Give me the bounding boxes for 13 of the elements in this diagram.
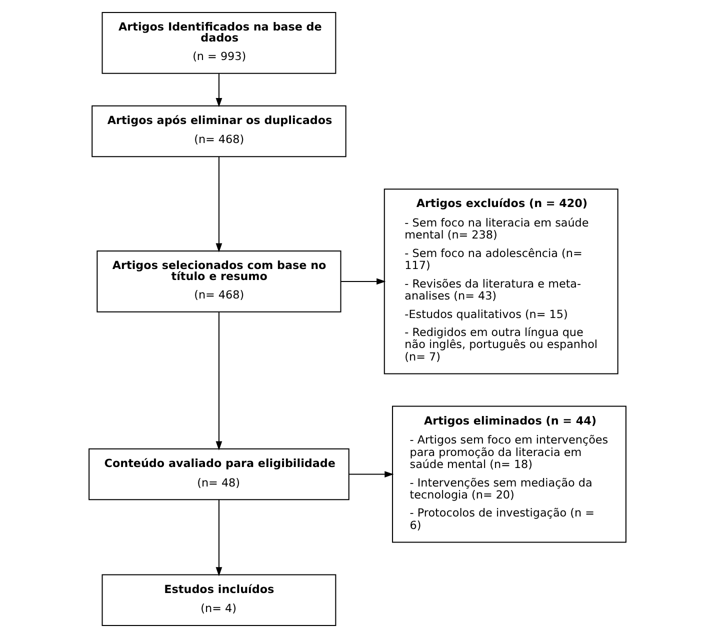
arrow [348, 471, 394, 478]
arrow [215, 312, 222, 450]
node-box: Conteúdo avaliado para eligibilidade (n= 48) [88, 448, 349, 500]
arrow [340, 278, 386, 285]
arrow [215, 156, 222, 252]
arrow [215, 74, 222, 108]
node-box: Artigos eliminados (n = 44) - Artigos sem foco em intervenções para promoção da literacia em saúde mental (n= 18) - Intervenções sem mediação da tecnologia (n= 20) - Protocolos de investigação (n = 6) [392, 406, 626, 543]
node-box: Estudos incluídos (n= 4) [101, 574, 336, 626]
node-box: Artigos Identificados na base de dados (n = 993) [101, 12, 336, 74]
node-box: Artigos após eliminar os duplicados (n= 468) [91, 105, 346, 158]
node-box: Artigos selecionados com base no título e resumo (n= 468) [96, 250, 341, 312]
arrow [215, 500, 222, 576]
node-box: Artigos excluídos (n = 420) - Sem foco na literacia em saúde mental (n= 238) - Sem foco na adolescência (n= 117) - Revisões da literatura e meta-analises (n= 43) -Estudos qualitativos (n= 15) - Redigidos em outra língua que não inglês, português ou espanhol (n= 7) [383, 188, 618, 374]
